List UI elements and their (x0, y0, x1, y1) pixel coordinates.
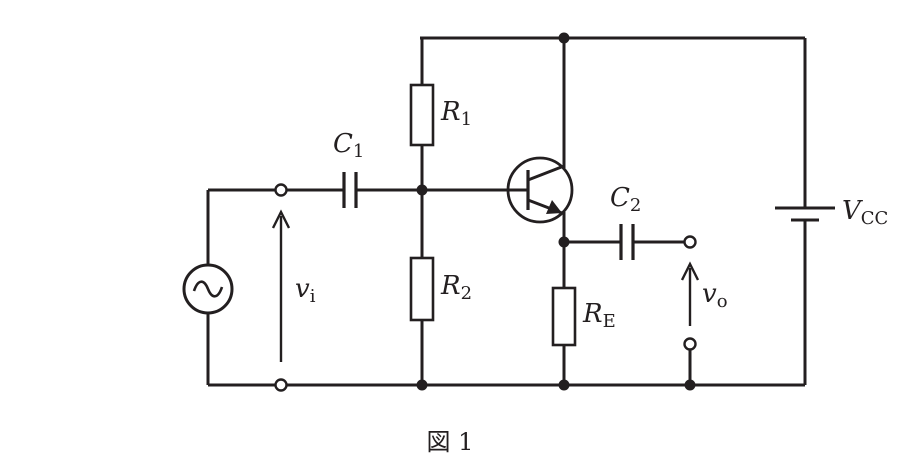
terminals (274, 183, 697, 392)
resistor-r1 (409, 83, 435, 147)
label-c2: C2 (610, 183, 641, 216)
labels: R1 R2 RE C1 C2 VCC vi vo 図 1 (295, 97, 888, 456)
label-re: RE (582, 299, 616, 332)
junction-top-collector (558, 32, 570, 44)
label-vcc: VCC (842, 196, 888, 229)
label-c1: C1 (333, 129, 364, 162)
terminal-output-top (683, 235, 697, 249)
transistor-circle (506, 156, 574, 224)
ac-source (182, 263, 234, 315)
terminal-input-top (274, 183, 288, 197)
resistor-re (551, 286, 577, 347)
voltage-arrows (271, 209, 700, 362)
resistors (409, 83, 577, 347)
junction-bottom-r2 (416, 379, 428, 391)
sine-wave-icon (192, 280, 224, 298)
label-vi: vi (295, 274, 316, 307)
ac-source-circle (182, 263, 234, 315)
npn-transistor (506, 156, 574, 224)
capacitor-c1 (342, 172, 358, 208)
junctions (416, 32, 696, 391)
terminal-input-bottom (274, 378, 288, 392)
vi-arrowhead-icon (271, 209, 291, 229)
battery-vcc (775, 206, 835, 222)
emitter-arrow-icon (546, 200, 562, 214)
capacitor-c2 (619, 224, 635, 260)
resistor-r2 (409, 256, 435, 322)
wires (206, 36, 807, 387)
vo-arrowhead-icon (680, 261, 700, 281)
junction-bottom-re (558, 379, 570, 391)
label-r2: R2 (440, 271, 472, 304)
transistor-collector-lead (527, 164, 565, 182)
terminal-output-bottom (683, 337, 697, 351)
junction-emitter-node (558, 236, 570, 248)
junction-bottom-output (684, 379, 696, 391)
label-r1: R1 (440, 97, 472, 130)
junction-base-node (416, 184, 428, 196)
label-vo: vo (702, 279, 728, 312)
figure-caption: 図 1 (427, 428, 474, 456)
